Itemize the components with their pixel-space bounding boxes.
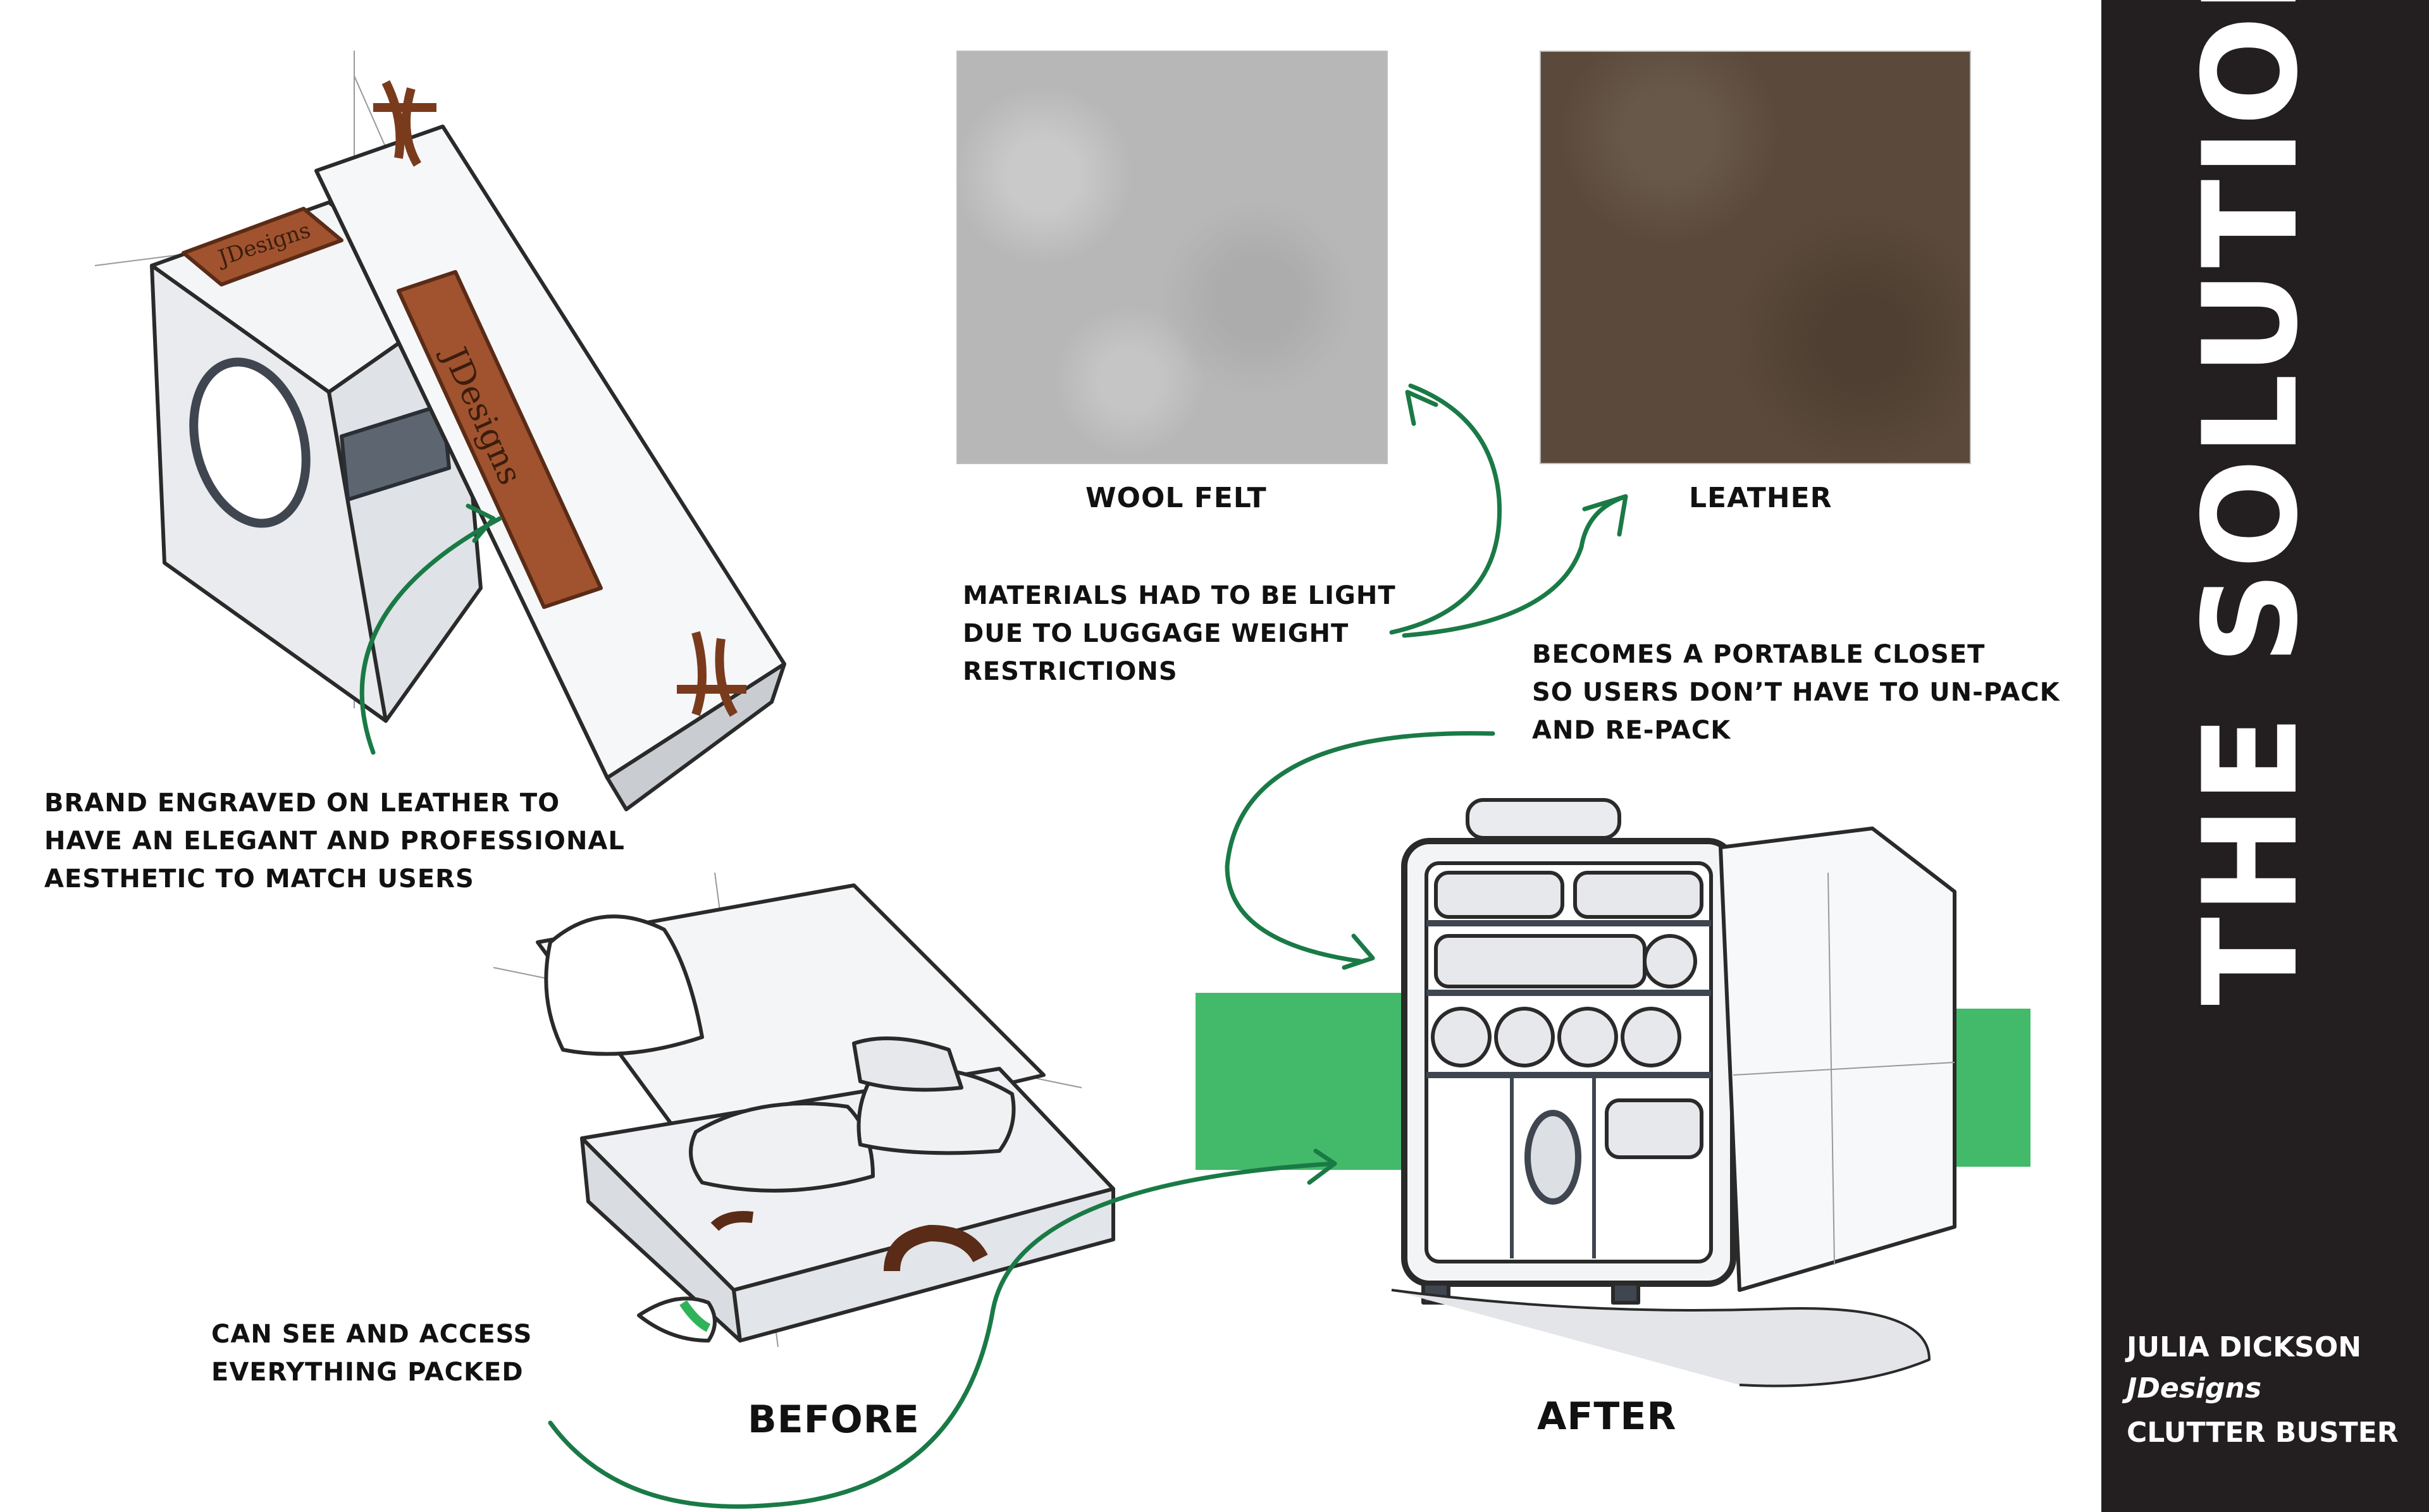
- access-note-line: CAN SEE AND ACCESS: [211, 1320, 533, 1349]
- designer-name: JULIA DICKSON: [2127, 1331, 2362, 1363]
- brand-note-line: HAVE AN ELEGANT AND PROFESSIONAL: [44, 827, 625, 856]
- portable-closet-note: BECOMES A PORTABLE CLOSET SO USERS DON’T…: [1532, 636, 2060, 749]
- board-title: THE SOLUTION: [2176, 0, 2327, 1005]
- materials-note-line: DUE TO LUGGAGE WEIGHT: [963, 619, 1349, 648]
- annotation-arrows: [359, 383, 1628, 1509]
- after-closet-sketch: [1196, 798, 2030, 1387]
- closet-note-line: SO USERS DON’T HAVE TO UN-PACK: [1532, 678, 2060, 707]
- brand-note-line: BRAND ENGRAVED ON LEATHER TO: [44, 789, 560, 818]
- leather-label: LEATHER: [1689, 482, 1833, 514]
- brand-engraving-note: BRAND ENGRAVED ON LEATHER TO HAVE AN ELE…: [44, 784, 625, 898]
- closet-note-line: BECOMES A PORTABLE CLOSET: [1532, 640, 1986, 669]
- project-name: CLUTTER BUSTER: [2127, 1417, 2399, 1449]
- after-label: AFTER: [1537, 1394, 1677, 1439]
- wool-felt-swatch: [956, 51, 1388, 464]
- before-suitcase-sketch: [493, 872, 1115, 1348]
- before-label: BEFORE: [748, 1398, 920, 1442]
- brand-name: JDesigns: [2127, 1372, 2262, 1404]
- brand-note-line: AESTHETIC TO MATCH USERS: [44, 864, 474, 894]
- leather-swatch: [1540, 51, 1971, 464]
- materials-note: MATERIALS HAD TO BE LIGHT DUE TO LUGGAGE…: [963, 577, 1396, 691]
- access-note-line: EVERYTHING PACKED: [211, 1358, 524, 1387]
- access-note: CAN SEE AND ACCESS EVERYTHING PACKED: [211, 1315, 532, 1391]
- title-sidebar: [2101, 0, 2429, 1512]
- closet-box-sketch: JDesigns JDesigns: [94, 51, 786, 811]
- wool-felt-label: WOOL FELT: [1085, 482, 1267, 514]
- materials-note-line: MATERIALS HAD TO BE LIGHT: [963, 581, 1396, 610]
- closet-note-line: AND RE-PACK: [1532, 716, 1731, 745]
- materials-note-line: RESTRICTIONS: [963, 657, 1178, 686]
